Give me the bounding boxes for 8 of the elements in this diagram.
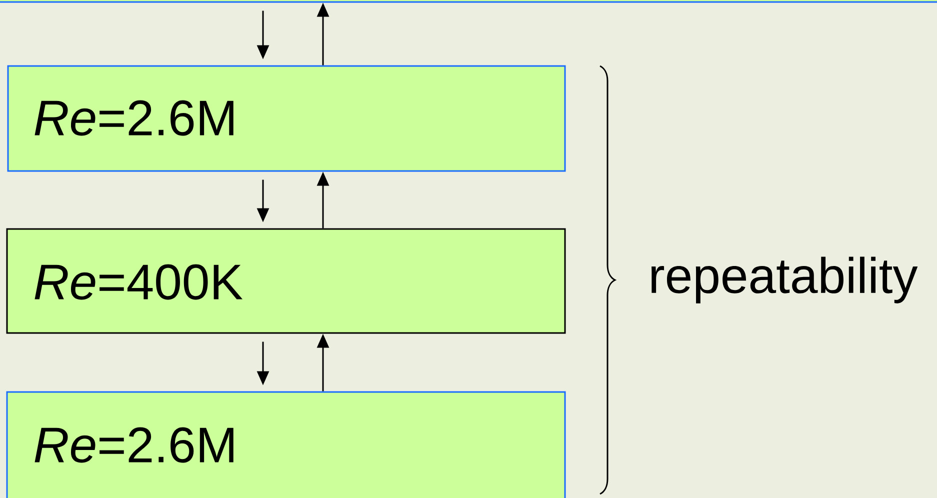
node-label: Re=2.6M bbox=[34, 100, 234, 136]
process-box bbox=[6, 391, 566, 498]
process-box bbox=[7, 65, 566, 172]
brace-label: repeatability bbox=[652, 256, 918, 304]
node-label: Re=400K bbox=[34, 264, 243, 300]
process-box bbox=[6, 228, 566, 334]
node-label: Re=2.6M bbox=[34, 427, 234, 463]
box bbox=[0, 0, 937, 3]
